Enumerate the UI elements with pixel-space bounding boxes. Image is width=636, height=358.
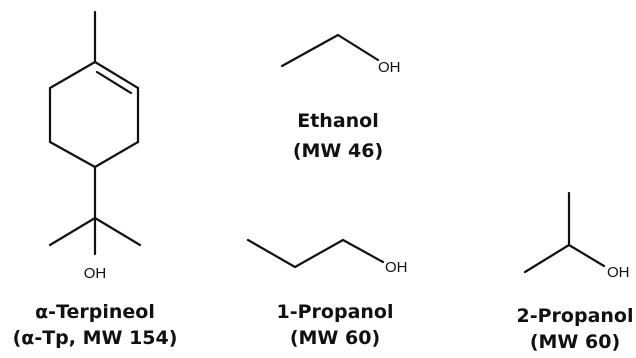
- bond-1propanol-1: [246, 238, 297, 269]
- 2-propanol-name: 2-Propanol: [517, 305, 634, 327]
- bond-1propanol-2: [293, 238, 345, 269]
- 1-propanol-name: 1-Propanol: [277, 301, 394, 323]
- 1-propanol-oh-label: OH: [385, 259, 408, 276]
- bond-ring-double-inner: [95, 70, 133, 95]
- 2-propanol-mw: (MW 60): [530, 331, 620, 353]
- alpha-terpineol-structure: OH α-Terpineol (α-Tp, MW 154): [13, 10, 178, 349]
- 2-propanol-oh-label: OH: [607, 264, 630, 281]
- bond-quaternary-methyl-right: [93, 216, 142, 247]
- alpha-terpineol-name: α-Terpineol: [35, 301, 155, 323]
- bond-1propanol-3: [341, 238, 385, 264]
- 1-propanol-structure: OH 1-Propanol (MW 60): [246, 238, 408, 349]
- 1-propanol-mw: (MW 60): [290, 327, 380, 349]
- ethanol-oh-label: OH: [378, 59, 401, 76]
- bond-ring-4: [48, 140, 97, 169]
- alpha-terpineol-mw: (α-Tp, MW 154): [13, 327, 178, 349]
- ethanol-name: Ethanol: [297, 110, 379, 132]
- bond-ring-3: [93, 140, 140, 169]
- 2-propanol-structure: OH 2-Propanol (MW 60): [517, 191, 634, 353]
- bond-2propanol-left: [523, 243, 571, 274]
- bond-ethanol-2: [336, 33, 380, 62]
- bond-quaternary-methyl-left: [48, 216, 97, 247]
- ethanol-mw: (MW 46): [293, 140, 383, 162]
- bond-ring-1: [93, 60, 140, 90]
- bond-ethanol-1: [280, 33, 340, 68]
- bond-ring-6: [48, 60, 97, 90]
- bond-2propanol-oh: [567, 243, 606, 268]
- ethanol-structure: OH Ethanol (MW 46): [280, 33, 401, 162]
- alpha-terpineol-oh-label: OH: [84, 265, 107, 282]
